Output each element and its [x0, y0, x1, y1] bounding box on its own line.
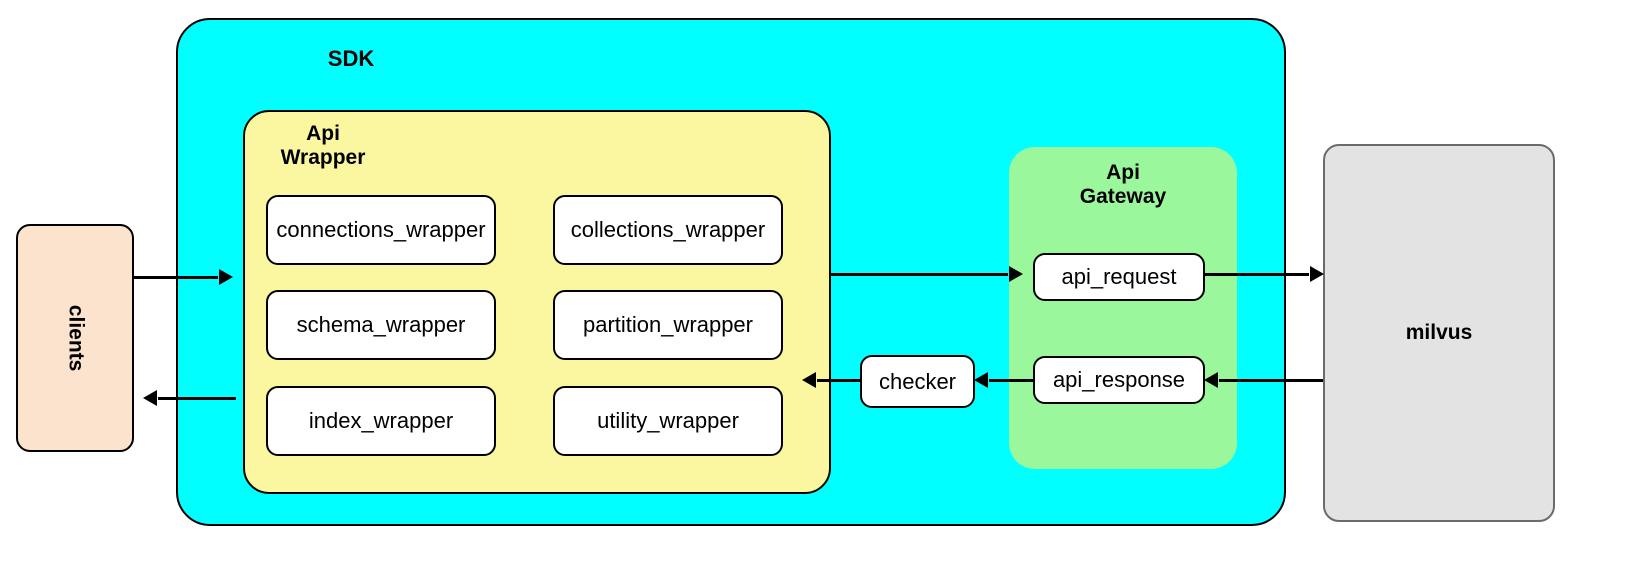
node-utility-wrapper[interactable]: utility_wrapper [553, 386, 783, 456]
container-sdk-label: SDK [327, 46, 375, 71]
node-milvus[interactable]: milvus [1323, 144, 1555, 522]
container-api-gateway-label: Api Gateway [1080, 161, 1166, 209]
node-checker[interactable]: checker [860, 355, 975, 408]
node-connections-wrapper[interactable]: connections_wrapper [266, 195, 496, 265]
node-schema-wrapper-label: schema_wrapper [296, 312, 466, 338]
node-api-request-label: api_request [1061, 264, 1177, 290]
node-api-response-label: api_response [1052, 367, 1186, 393]
node-index-wrapper[interactable]: index_wrapper [266, 386, 496, 456]
node-connections-wrapper-label: connections_wrapper [276, 217, 486, 243]
node-collections-wrapper-label: collections_wrapper [570, 217, 766, 243]
node-clients[interactable]: clients [16, 224, 134, 452]
arrow-checker-to-api-wrapper [817, 379, 860, 382]
arrow-api-response-to-checker [989, 379, 1033, 382]
api-wrapper-label-line1: Api [306, 122, 340, 145]
node-utility-wrapper-label: utility_wrapper [597, 408, 739, 434]
node-milvus-label: milvus [1405, 320, 1473, 344]
arrow-api-wrapper-to-clients [158, 397, 236, 400]
node-collections-wrapper[interactable]: collections_wrapper [553, 195, 783, 265]
node-api-request[interactable]: api_request [1033, 253, 1205, 301]
node-clients-label: clients [64, 304, 88, 372]
node-checker-label: checker [878, 368, 957, 394]
arrow-milvus-to-api-response [1219, 379, 1323, 382]
node-schema-wrapper[interactable]: schema_wrapper [266, 290, 496, 360]
node-partition-wrapper-label: partition_wrapper [583, 312, 753, 338]
api-gateway-label-line1: Api [1106, 161, 1140, 184]
node-partition-wrapper[interactable]: partition_wrapper [553, 290, 783, 360]
container-api-gateway[interactable]: Api Gateway [1009, 147, 1237, 469]
api-gateway-label-line2: Gateway [1079, 185, 1167, 209]
arrow-api-request-to-milvus [1205, 273, 1309, 276]
node-index-wrapper-label: index_wrapper [308, 408, 454, 434]
api-wrapper-label-line2: Wrapper [280, 146, 366, 170]
arrow-clients-to-api-wrapper [134, 276, 218, 279]
node-api-response[interactable]: api_response [1033, 356, 1205, 404]
container-api-wrapper-label: Api Wrapper [263, 122, 383, 170]
arrow-api-wrapper-to-api-gateway [830, 273, 1008, 276]
